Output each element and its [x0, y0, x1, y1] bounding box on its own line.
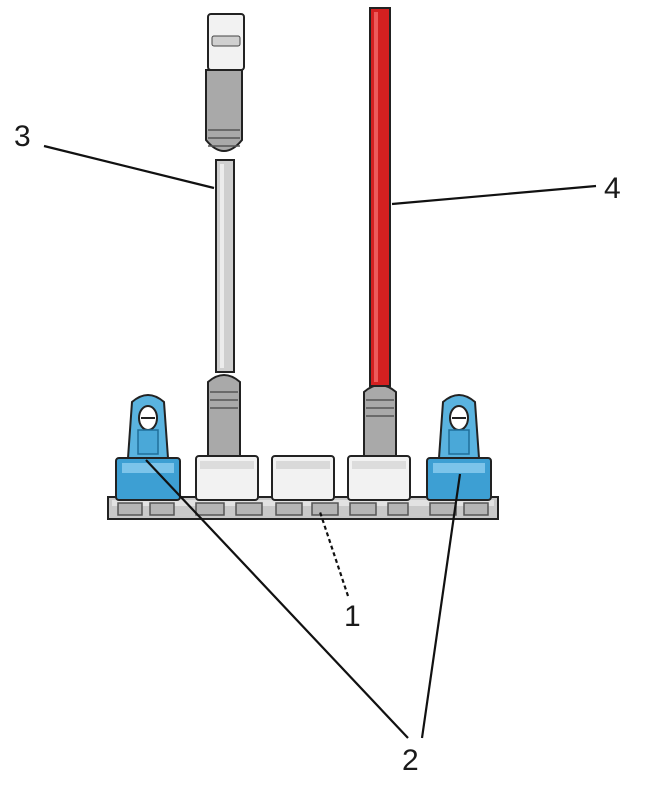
callout-3: 3 [14, 120, 31, 153]
leader-lines [43, 144, 597, 739]
leader-2b [420, 473, 462, 739]
power-cable [347, 7, 411, 501]
open-port [271, 455, 335, 501]
callout-1: 1 [344, 600, 361, 633]
backbone-block [107, 496, 499, 520]
terminator-right [426, 394, 492, 501]
leader-2a [145, 459, 409, 739]
leader-3 [43, 144, 215, 190]
leader-1 [318, 511, 350, 597]
callout-4: 4 [604, 172, 621, 205]
callout-2: 2 [402, 744, 419, 777]
terminator-left [115, 394, 181, 501]
drop-cable [195, 13, 259, 501]
leader-4 [391, 184, 597, 206]
